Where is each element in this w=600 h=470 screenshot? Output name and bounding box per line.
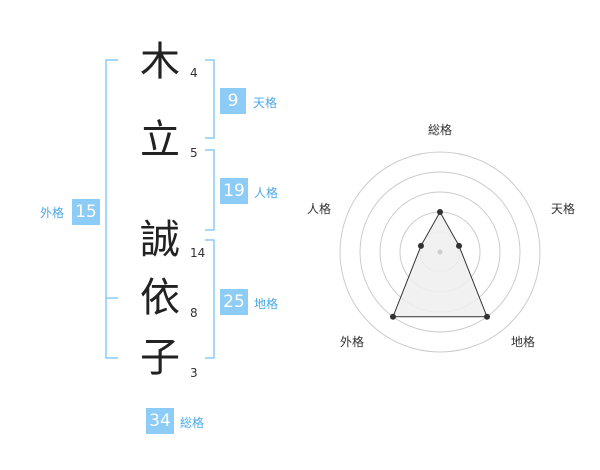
radar-point-0 [437, 209, 443, 215]
soukaku-label: 総格 [180, 416, 205, 430]
radar-axis-label-jinkaku: 人格 [307, 201, 331, 216]
stroke-count-2: 5 [190, 146, 198, 160]
name-char-2: 立 [140, 117, 180, 163]
jinkaku-label: 人格 [254, 186, 279, 200]
radar-axis-label-tenkaku: 天格 [551, 201, 575, 216]
name-char-3: 誠 [140, 217, 180, 263]
radar-axis-label-chikaku: 地格 [511, 334, 535, 349]
gaikaku-label: 外格 [40, 206, 65, 220]
tenkaku-label: 天格 [253, 96, 278, 110]
stroke-count-1: 4 [190, 66, 198, 80]
tenkaku-badge: 9 [220, 88, 246, 114]
soukaku-badge: 34 [146, 408, 174, 434]
radar-point-2 [484, 313, 491, 320]
radar-point-4 [417, 242, 424, 249]
radar-grid-ring [359, 171, 521, 333]
name-char-4: 依 [140, 275, 180, 321]
gaikaku-bracket [105, 59, 118, 359]
tenkaku-bracket [205, 59, 215, 139]
chikaku-badge: 25 [220, 289, 248, 315]
gaikaku-badge: 15 [72, 199, 100, 225]
chikaku-bracket [205, 239, 215, 359]
chikaku-label: 地格 [254, 297, 279, 311]
jinkaku-bracket [205, 149, 215, 231]
radar-grid-ring [339, 151, 541, 353]
radar-axis-label-gaikaku: 外格 [340, 334, 364, 349]
stroke-count-4: 8 [190, 306, 198, 320]
stroke-count-3: 14 [190, 246, 206, 260]
radar-score-shape [392, 210, 488, 318]
radar-point-3 [389, 313, 396, 320]
radar-center-dot [437, 249, 443, 255]
jinkaku-badge: 19 [220, 178, 248, 204]
name-char-1: 木 [140, 39, 180, 85]
radar-axis-label-soukaku: 総格 [428, 122, 452, 137]
stroke-count-5: 3 [190, 366, 198, 380]
radar-point-1 [456, 242, 463, 249]
fortune-radar-chart: 総格 天格 地格 外格 人格 [307, 122, 575, 353]
name-char-5: 子 [140, 335, 180, 381]
